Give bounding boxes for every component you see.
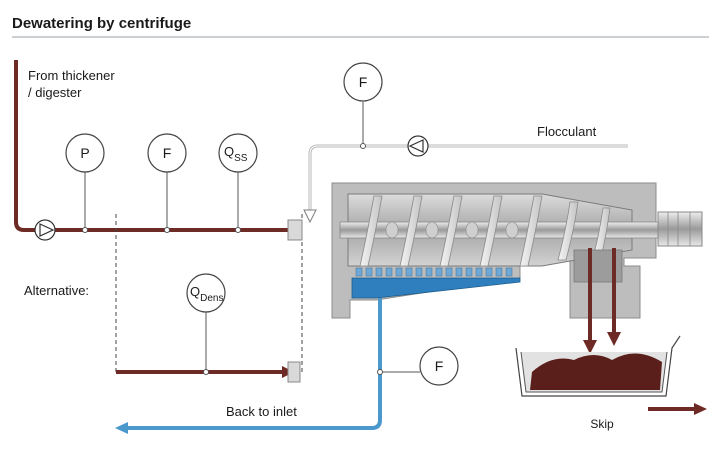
flocculant-flow-instrument-label: F [359, 74, 368, 90]
flocculant-pump-icon [407, 135, 429, 157]
return-flow-instrument-label: F [435, 358, 444, 374]
feed-inlet-stub [287, 219, 303, 241]
flocculant-line-inner [309, 145, 628, 214]
suspended-solids-instrument: QSS [218, 133, 258, 233]
flocculant-label: Flocculant [537, 124, 597, 139]
feed-pump-icon [34, 219, 56, 241]
sludge-feed-line [14, 60, 296, 232]
centrate-return-line [124, 298, 382, 430]
pressure-instrument: P [65, 133, 105, 233]
centrate-pool [351, 277, 521, 299]
skip-label: Skip [590, 417, 614, 431]
return-arrow-head [115, 422, 128, 434]
cake-discharge-arrows [583, 248, 621, 354]
alternative-inlet-stub [287, 361, 301, 383]
pressure-instrument-label: P [80, 145, 89, 161]
drive-end [657, 211, 703, 247]
return-flow-instrument: F [377, 346, 459, 386]
flocculant-arrow-head [303, 209, 317, 224]
suspended-solids-instrument-label: QSS [224, 144, 248, 164]
alternative-label: Alternative: [24, 283, 89, 298]
flocculant-flow-instrument: F [343, 62, 383, 149]
decanter-centrifuge [287, 182, 703, 319]
feed-flow-instrument: F [147, 133, 187, 233]
density-instrument-label: QDens [190, 284, 223, 304]
diagram-title: Dewatering by centrifuge [12, 15, 191, 32]
screw-conveyor [359, 195, 611, 267]
source-label-line2: / digester [28, 85, 82, 100]
onward-arrow-head [694, 403, 707, 415]
dewatered-cake [530, 353, 662, 390]
skip-container [515, 335, 681, 397]
source-label-line1: From thickener [28, 68, 115, 83]
centrate-ports [355, 267, 513, 277]
back-to-inlet-label: Back to inlet [226, 404, 297, 419]
feed-flow-instrument-label: F [163, 145, 172, 161]
density-instrument: QDens [186, 273, 226, 375]
